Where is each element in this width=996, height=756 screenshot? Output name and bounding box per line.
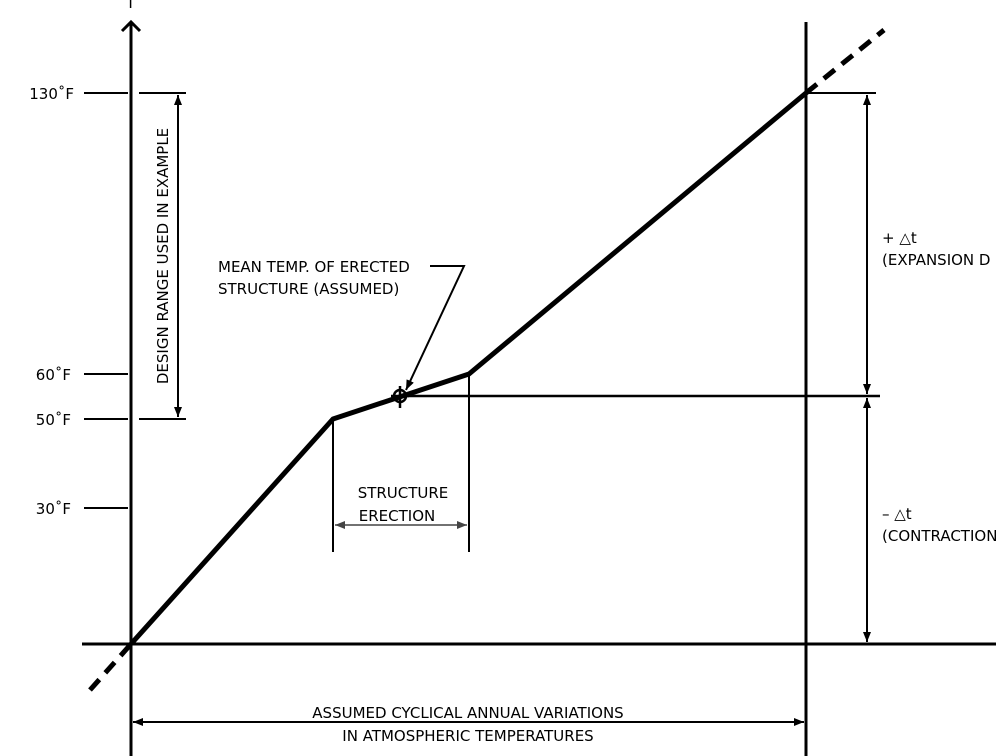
tick-label: 130˚F	[29, 85, 74, 103]
tick-50: 50˚F	[36, 411, 186, 429]
y-axis-arrow-icon	[120, 19, 142, 33]
annual-label-2: IN ATMOSPHERIC TEMPERATURES	[342, 727, 593, 745]
annual-label-1: ASSUMED CYCLICAL ANNUAL VARIATIONS	[312, 704, 623, 722]
mean-temp-label-1: MEAN TEMP. OF ERECTED	[218, 258, 410, 276]
curve-extension-lower	[88, 642, 133, 692]
tick-label: 30˚F	[36, 500, 71, 518]
tick-30: 30˚F	[36, 500, 128, 518]
tick-label: 60˚F	[36, 366, 71, 384]
mean-temp-leader	[405, 265, 466, 391]
erection-label-1: STRUCTURE	[358, 484, 449, 502]
mean-temp-label-2: STRUCTURE (ASSUMED)	[218, 280, 399, 298]
expansion-label-1: + △t	[882, 229, 917, 247]
contraction-label-1: – △t	[882, 505, 912, 523]
erection-label-2: ERECTION	[359, 507, 435, 525]
tick-130: 130˚F	[29, 85, 186, 103]
design-range-label: DESIGN RANGE USED IN EXAMPLE	[154, 128, 172, 384]
tick-60: 60˚F	[36, 366, 128, 384]
mean-temp-marker-icon	[391, 386, 409, 408]
y-axis-label: T	[125, 0, 136, 12]
expansion-label-2: (EXPANSION D	[882, 251, 990, 269]
contraction-label-2: (CONTRACTION	[882, 527, 996, 545]
temperature-curve	[129, 91, 808, 646]
tick-label: 50˚F	[36, 411, 71, 429]
curve-extension-upper	[804, 28, 886, 95]
